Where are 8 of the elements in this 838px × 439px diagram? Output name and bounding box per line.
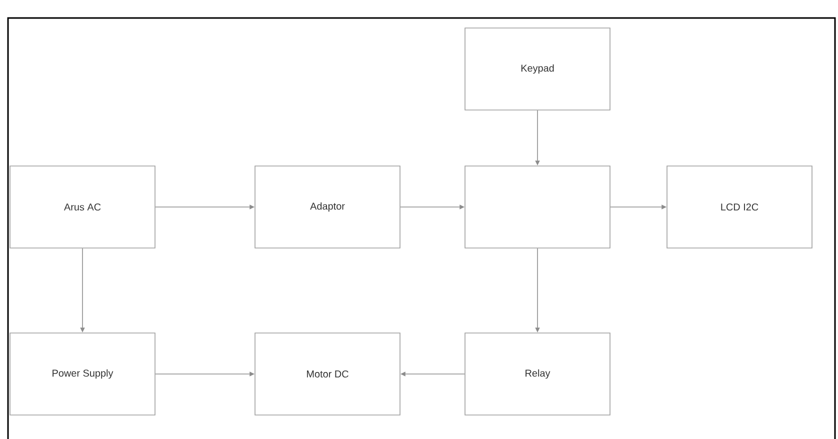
block-box: Relay xyxy=(464,332,610,416)
block-box: Power Supply xyxy=(10,332,156,416)
block-box: Adaptor xyxy=(254,166,400,248)
block-box xyxy=(464,166,610,248)
block-box: Arus AC xyxy=(10,166,156,248)
block-box: Keypad xyxy=(464,28,610,110)
block-box: LCD I2C xyxy=(666,166,812,248)
block-box: Motor DC xyxy=(254,332,400,416)
